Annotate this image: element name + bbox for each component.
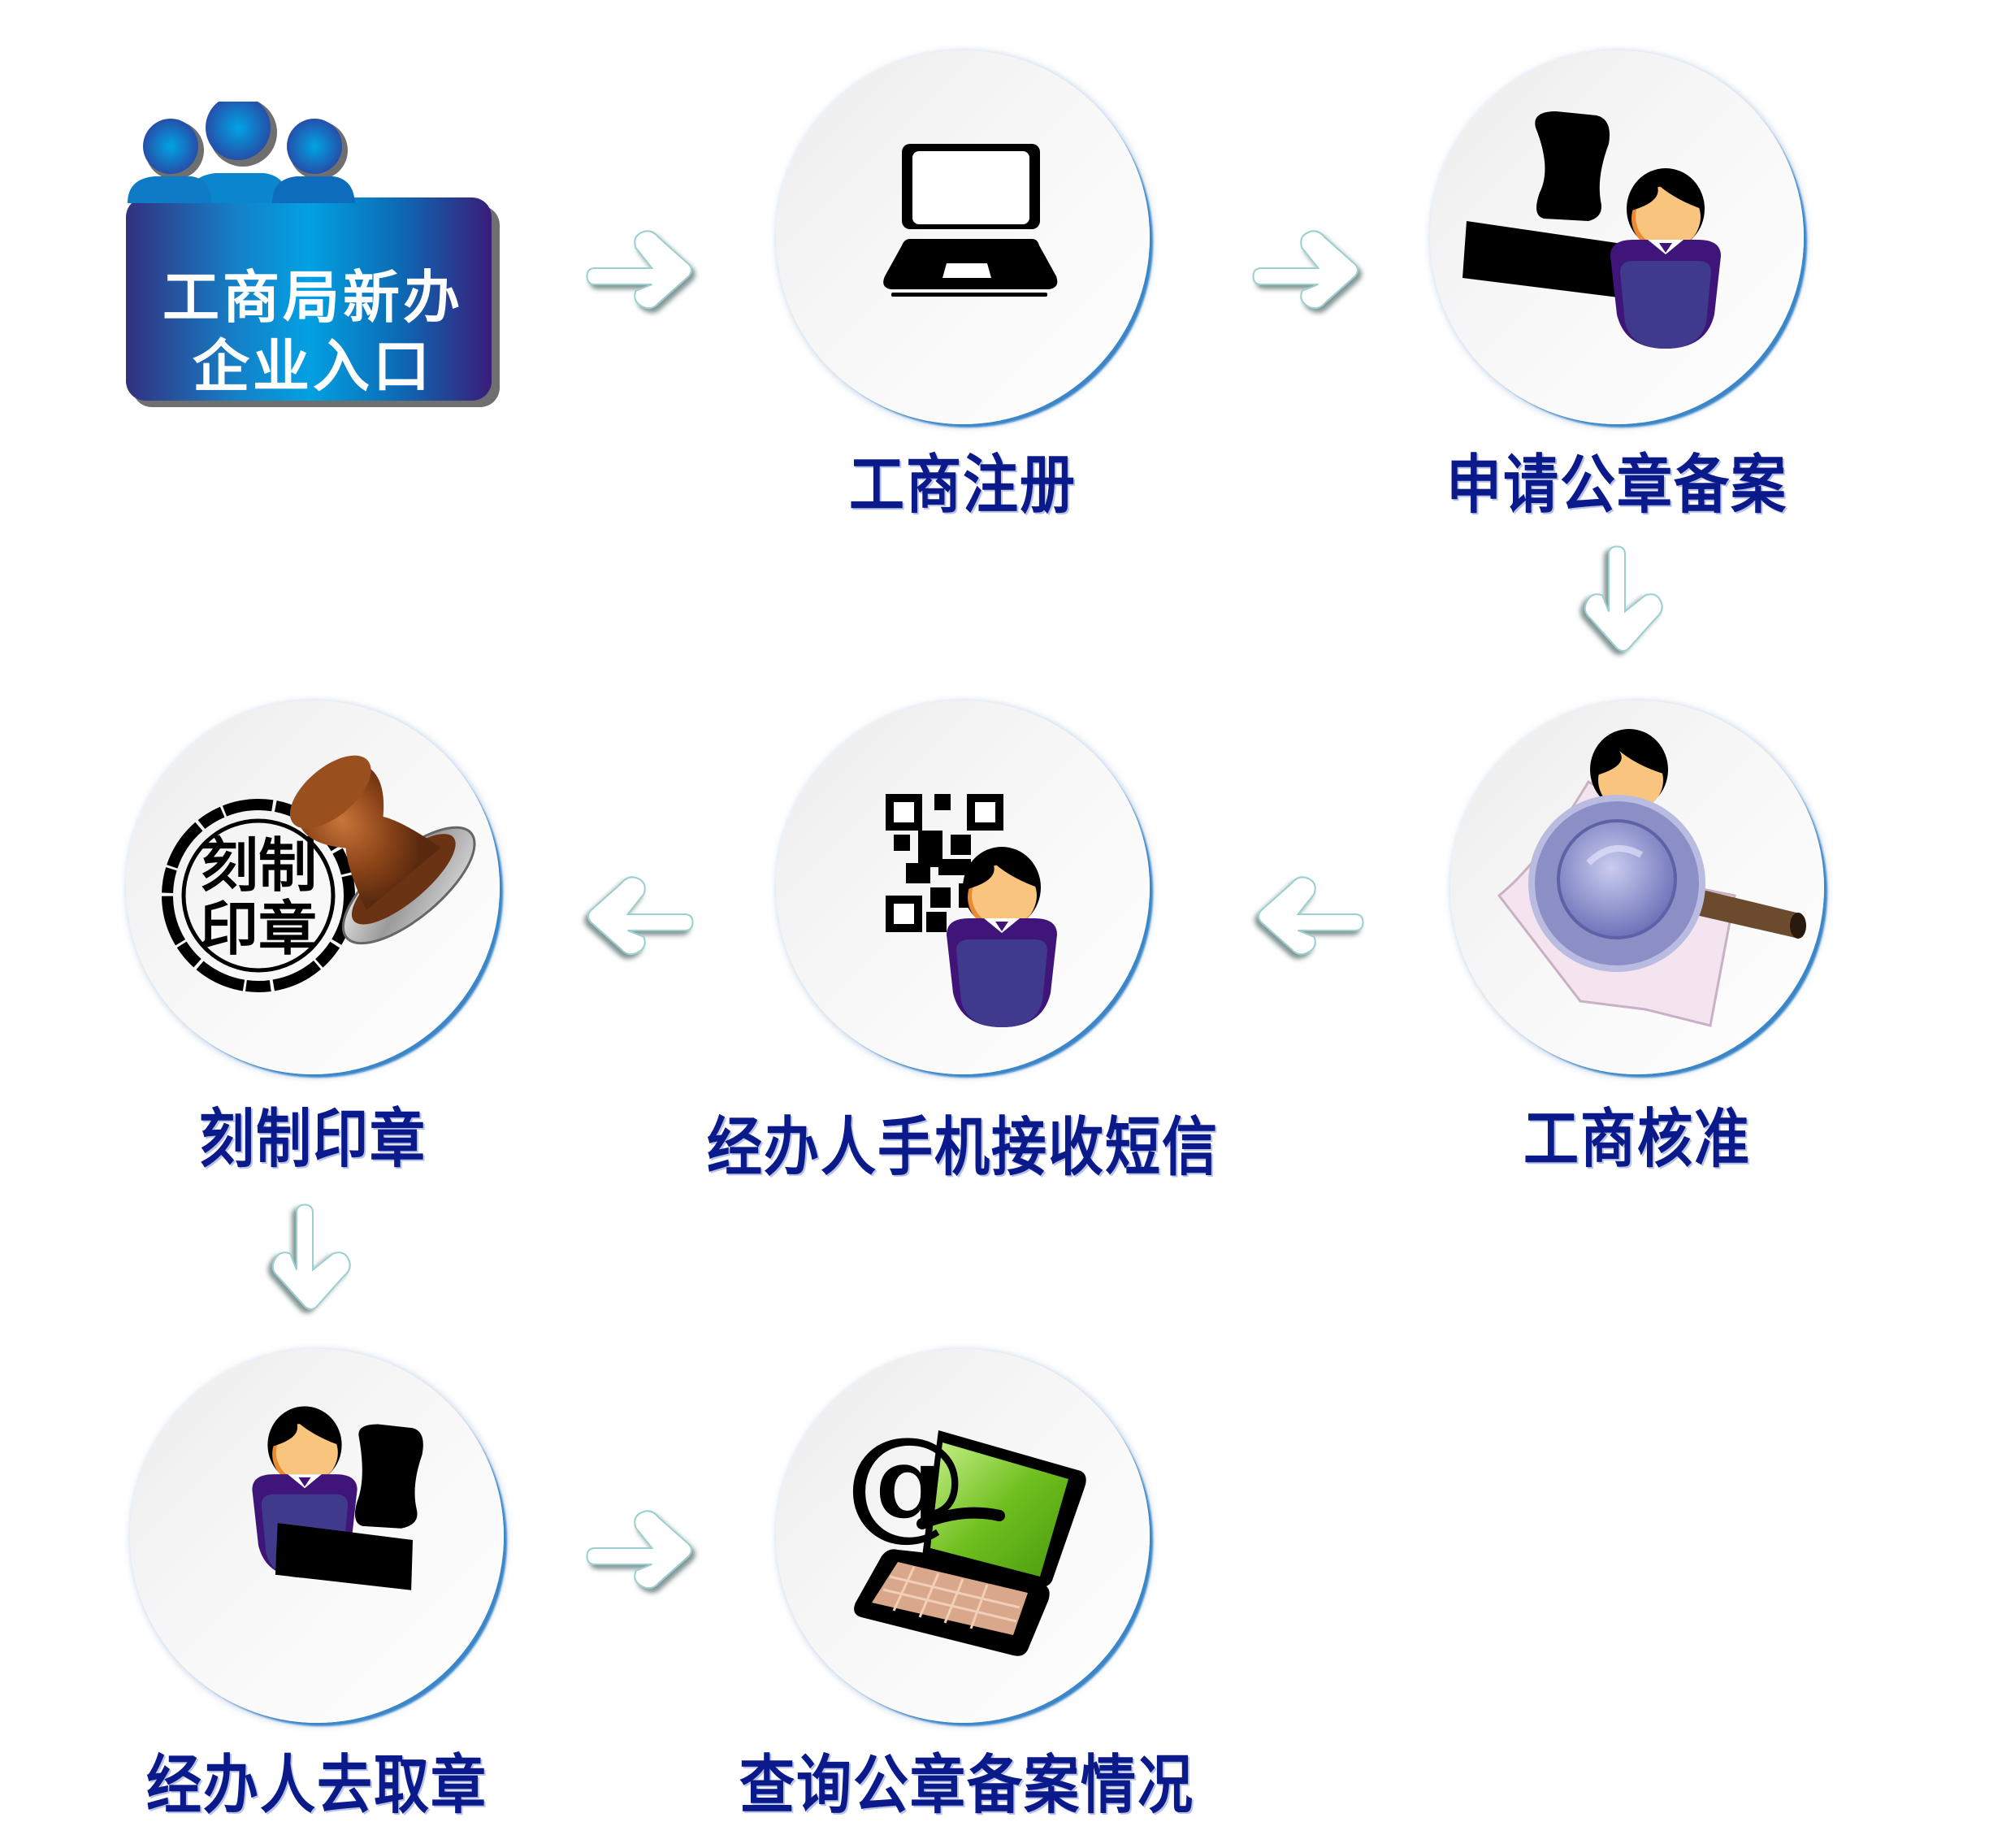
- entry-line-2: 企业入口: [193, 333, 433, 400]
- person-stamp-icon: [252, 1406, 423, 1590]
- arrow-down-1: [1576, 544, 1674, 658]
- step-5-node[interactable]: 刻制 印章: [126, 701, 500, 1074]
- arrow-right-icon: [585, 1499, 699, 1597]
- magnifier-document-icon: [1497, 729, 1806, 1027]
- step-7-node[interactable]: @: [776, 1349, 1150, 1723]
- qr-code-person-icon: [886, 794, 1057, 1027]
- step-6-label: 经办人去取章: [145, 1749, 488, 1823]
- arrow-right-icon: [585, 219, 699, 317]
- arrow-down-icon: [264, 1203, 362, 1317]
- at-symbol: @: [845, 1410, 967, 1553]
- arrow-left-2: [581, 865, 695, 963]
- step-4-label: 经办人手机接收短信: [706, 1111, 1219, 1185]
- entry-badge[interactable]: 工商局新办 企业入口: [126, 95, 500, 410]
- email-laptop-icon: @: [845, 1410, 1086, 1656]
- arrow-left-icon: [1251, 865, 1365, 963]
- step-3-label: 工商核准: [1523, 1103, 1751, 1177]
- arrow-right-1: [585, 219, 699, 317]
- arrow-right-2: [1251, 219, 1365, 317]
- step-6-node[interactable]: [130, 1349, 504, 1723]
- arrow-down-2: [264, 1203, 362, 1317]
- step-1-node[interactable]: [776, 50, 1150, 424]
- arrow-right-icon: [1251, 219, 1365, 317]
- step-2-node[interactable]: [1430, 50, 1804, 424]
- step-4-node[interactable]: [776, 701, 1150, 1074]
- stamp-text-line-1: 刻制: [200, 831, 317, 900]
- stamp-text-line-2: 印章: [200, 895, 317, 963]
- step-3-node[interactable]: [1450, 701, 1824, 1074]
- arrow-left-1: [1251, 865, 1365, 963]
- step-2-label: 申请公章备案: [1445, 449, 1788, 523]
- arrow-right-3: [585, 1499, 699, 1597]
- arrow-left-icon: [581, 865, 695, 963]
- person-stamp-icon: [1462, 111, 1721, 349]
- entry-line-1: 工商局新办: [162, 264, 463, 331]
- rubber-stamp-icon: 刻制 印章: [162, 755, 476, 992]
- step-7-label: 查询公章备案情况: [739, 1749, 1194, 1823]
- step-1-label: 工商注册: [848, 449, 1077, 523]
- laptop-icon: [883, 144, 1058, 297]
- people-group-icon: [126, 95, 500, 407]
- step-5-label: 刻制印章: [198, 1103, 427, 1177]
- arrow-down-icon: [1576, 544, 1674, 658]
